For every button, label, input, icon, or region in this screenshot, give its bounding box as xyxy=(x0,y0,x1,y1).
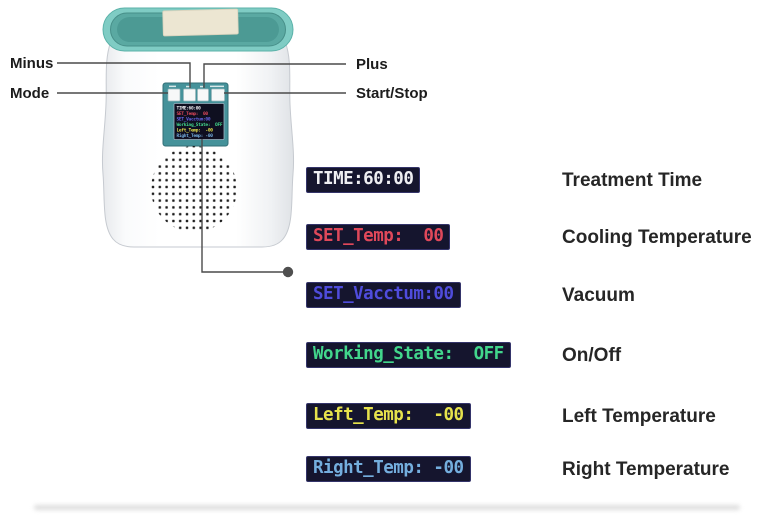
display-badge-working-state: Working_State: OFF xyxy=(306,342,511,368)
mini-screen-line-set-temp: SET_Temp: 00 xyxy=(177,111,209,117)
description-vacuum: Vacuum xyxy=(562,285,635,306)
mini-screen-line-time: TIME:60:00 xyxy=(177,106,202,112)
panel-button-mode xyxy=(167,88,181,102)
speaker-grille xyxy=(151,146,237,232)
connector-dot xyxy=(282,266,294,278)
mini-screen-line-right-temp: Right_Temp: -00 xyxy=(177,133,214,139)
lid-handle xyxy=(162,8,239,37)
panel-caption-mark xyxy=(210,85,224,88)
mode-label: Mode xyxy=(10,85,50,102)
screen-connector-line xyxy=(201,139,283,273)
panel-caption-mark xyxy=(186,85,190,88)
minus-callout-line xyxy=(57,62,191,88)
display-badge-cooling-temp: SET_Temp: 00 xyxy=(306,224,451,250)
panel-screen xyxy=(173,103,225,140)
display-badge-treatment-time: TIME:60:00 xyxy=(306,167,421,193)
panel-caption-mark xyxy=(169,85,176,88)
display-badge-right-temp: Right_Temp: -00 xyxy=(306,456,471,482)
mini-screen-line-working-state: Working_State: OFF xyxy=(177,122,223,128)
minus-label: Minus xyxy=(10,55,54,72)
start-stop-label: Start/Stop xyxy=(356,85,428,102)
panel-caption-mark xyxy=(200,85,203,88)
mini-screen-line-left-temp: Left_Temp: -00 xyxy=(177,128,214,134)
plus-label: Plus xyxy=(356,56,388,73)
bottom-divider xyxy=(34,505,740,510)
panel-button-start-stop xyxy=(211,88,225,102)
plus-callout-line xyxy=(203,63,346,88)
description-cooling-temperature: Cooling Temperature xyxy=(562,227,752,248)
display-badge-vacuum: SET_Vacctum:00 xyxy=(306,282,461,308)
description-treatment-time: Treatment Time xyxy=(562,170,703,191)
panel-button-plus xyxy=(197,88,209,102)
description-right-temperature: Right Temperature xyxy=(562,459,730,480)
panel-button-minus xyxy=(183,88,196,102)
description-on-off: On/Off xyxy=(562,345,622,366)
description-left-temperature: Left Temperature xyxy=(562,406,716,427)
display-badge-left-temp: Left_Temp: -00 xyxy=(306,403,471,429)
mini-screen-line-set-vacuum: SET_Vacctum:00 xyxy=(177,117,211,123)
